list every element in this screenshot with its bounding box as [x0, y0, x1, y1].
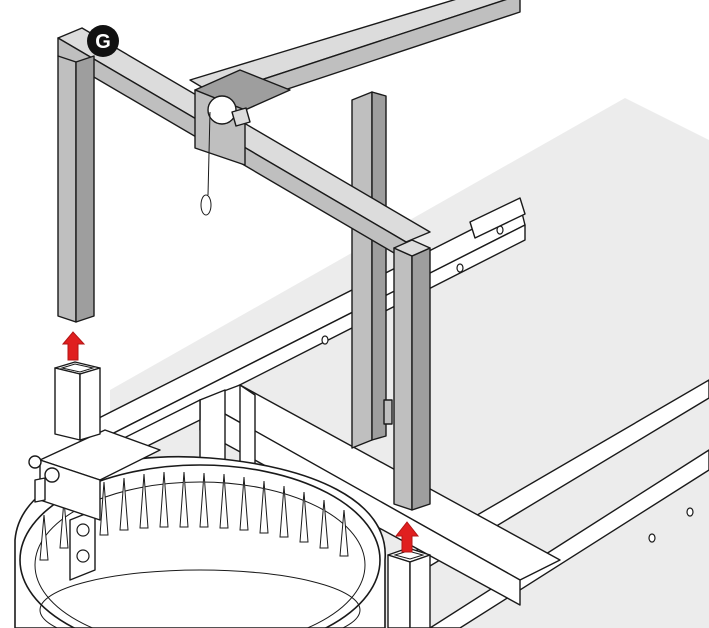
gantry-frame: [57, 0, 521, 511]
arrow-up-right-icon: [394, 521, 420, 553]
hook-icon: [200, 194, 212, 216]
step-marker: G: [87, 25, 119, 57]
motor-mount-box: [28, 429, 161, 521]
step-marker-label: G: [95, 31, 111, 53]
receiver-post-left: [54, 361, 101, 441]
receiver-post-right: [387, 547, 431, 628]
strainer-basket: [14, 455, 386, 628]
bolt-icon: [231, 107, 251, 127]
arrow-up-left-icon: [61, 331, 86, 361]
knob-icon: [28, 455, 42, 469]
